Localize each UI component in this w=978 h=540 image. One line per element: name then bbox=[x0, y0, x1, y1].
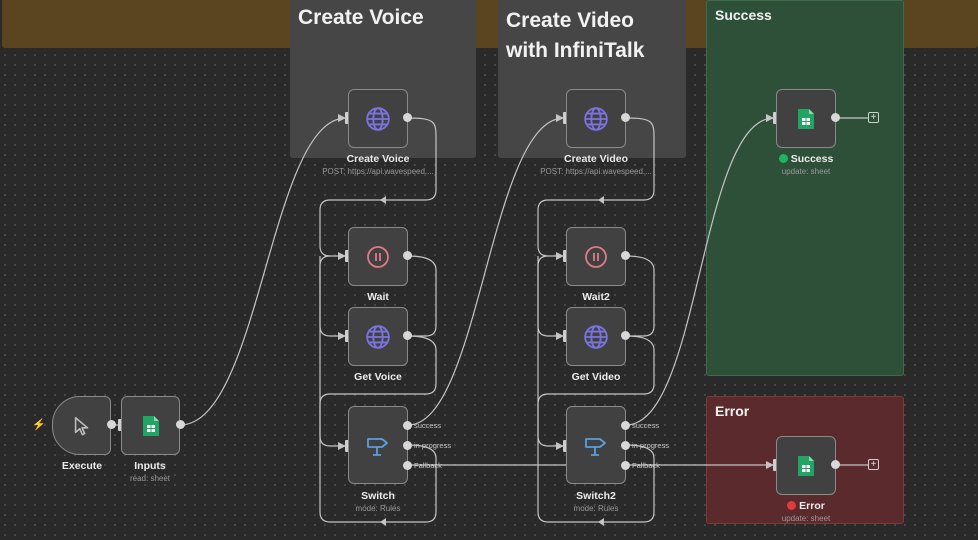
create-voice-label: Create Voice bbox=[346, 153, 410, 165]
switch-icon bbox=[585, 438, 606, 456]
create-voice-sticky-title: Create Voice bbox=[298, 6, 424, 29]
inputs-input-port[interactable] bbox=[118, 419, 123, 431]
switch-output-success-label: success bbox=[414, 421, 442, 430]
cursor-icon bbox=[74, 416, 88, 435]
inputs-sublabel: read: sheet bbox=[129, 474, 171, 483]
create-video-output-port[interactable] bbox=[621, 113, 630, 122]
error-label-row: Error bbox=[726, 500, 886, 512]
switch-output-success[interactable] bbox=[403, 421, 412, 430]
wait2-label: Wait2 bbox=[582, 291, 610, 303]
switch2-output-in-progress-label: in progress bbox=[632, 441, 670, 450]
error-label: Error bbox=[799, 500, 825, 512]
create-video-label: Create Video bbox=[564, 153, 628, 165]
create-video-node[interactable] bbox=[566, 89, 626, 148]
trigger-bolt-icon: ⚡ bbox=[32, 419, 46, 431]
pause-icon bbox=[367, 245, 389, 268]
success-status-icon bbox=[778, 154, 788, 163]
switch-label: Switch bbox=[361, 490, 395, 502]
wait-label: Wait bbox=[367, 291, 389, 303]
sheets-icon bbox=[798, 108, 814, 129]
wait2-input-port[interactable] bbox=[563, 250, 568, 262]
switch-node[interactable] bbox=[348, 406, 408, 484]
success-sublabel: update: sheet bbox=[781, 167, 831, 176]
create-voice-output-port[interactable] bbox=[403, 113, 412, 122]
switch2-input-port[interactable] bbox=[563, 440, 568, 452]
create-voice-node[interactable] bbox=[348, 89, 408, 148]
wait-output-port[interactable] bbox=[403, 251, 412, 260]
sheets-icon bbox=[142, 415, 159, 436]
get-voice-label: Get Voice bbox=[354, 371, 402, 383]
error-node[interactable] bbox=[776, 436, 836, 495]
inputs-output-port[interactable] bbox=[176, 420, 185, 429]
success-node[interactable] bbox=[776, 89, 836, 148]
get-video-node[interactable] bbox=[566, 307, 626, 366]
switch-output-in-progress[interactable] bbox=[403, 441, 412, 450]
get-video-label: Get Video bbox=[571, 371, 621, 383]
pause-icon bbox=[585, 245, 607, 268]
get-voice-input-port[interactable] bbox=[345, 330, 350, 342]
get-voice-node[interactable] bbox=[348, 307, 408, 366]
arrow-loop-video-1 bbox=[598, 196, 604, 204]
get-video-output-port[interactable] bbox=[621, 331, 630, 340]
switch-sublabel: mode: Rules bbox=[355, 504, 401, 513]
get-voice-output-port[interactable] bbox=[403, 331, 412, 340]
switch-output-fallback[interactable] bbox=[403, 461, 412, 470]
create-video-sticky-title: Create Video with InfiniTalk bbox=[506, 9, 645, 62]
sheets-icon bbox=[798, 455, 814, 476]
switch-output-in-progress-label: in progress bbox=[414, 441, 452, 450]
switch2-output-success[interactable] bbox=[621, 421, 630, 430]
switch2-output-success-label: success bbox=[632, 421, 660, 430]
success-sticky: Success bbox=[706, 0, 904, 376]
success-output-port[interactable] bbox=[831, 113, 840, 122]
error-output-port[interactable] bbox=[831, 460, 840, 469]
wait2-node[interactable] bbox=[566, 227, 626, 286]
error-input-port[interactable] bbox=[773, 459, 778, 471]
execute-node[interactable] bbox=[52, 396, 111, 455]
arrow-loop-video-2 bbox=[598, 518, 604, 526]
switch2-label: Switch2 bbox=[576, 490, 616, 502]
create-video-sublabel: POST: https://api.wavespeed.... bbox=[540, 167, 652, 176]
error-status-icon bbox=[787, 501, 797, 510]
inputs-label: Inputs bbox=[134, 460, 166, 472]
execute-output-port[interactable] bbox=[107, 420, 116, 429]
switch2-output-fallback[interactable] bbox=[621, 461, 630, 470]
arrow-loop-voice-2 bbox=[380, 518, 386, 526]
success-sticky-title: Success bbox=[715, 7, 772, 23]
switch-output-fallback-label: Fallback bbox=[414, 461, 442, 470]
arrow-loop-voice-1 bbox=[380, 196, 386, 204]
execute-label: Execute bbox=[61, 460, 103, 472]
globe-icon bbox=[366, 324, 390, 349]
switch-icon bbox=[367, 438, 388, 456]
success-add-node-button[interactable]: + bbox=[868, 112, 879, 123]
error-sublabel: update: sheet bbox=[781, 514, 831, 523]
wait2-output-port[interactable] bbox=[621, 251, 630, 260]
get-video-input-port[interactable] bbox=[563, 330, 568, 342]
error-add-node-button[interactable]: + bbox=[868, 459, 879, 470]
switch-input-port[interactable] bbox=[345, 440, 350, 452]
create-voice-input-port[interactable] bbox=[345, 112, 350, 124]
success-label-row: Success bbox=[726, 153, 886, 165]
switch2-output-fallback-label: Fallback bbox=[632, 461, 660, 470]
create-voice-sublabel: POST: https://api.wavespeed.... bbox=[322, 167, 434, 176]
switch2-output-in-progress[interactable] bbox=[621, 441, 630, 450]
switch2-sublabel: mode: Rules bbox=[573, 504, 619, 513]
inputs-node[interactable] bbox=[121, 396, 180, 455]
switch2-node[interactable] bbox=[566, 406, 626, 484]
wait-node[interactable] bbox=[348, 227, 408, 286]
success-input-port[interactable] bbox=[773, 112, 778, 124]
error-sticky-title: Error bbox=[715, 403, 750, 419]
wait-input-port[interactable] bbox=[345, 250, 350, 262]
create-video-input-port[interactable] bbox=[563, 112, 568, 124]
globe-icon bbox=[584, 106, 608, 131]
globe-icon bbox=[584, 324, 608, 349]
success-label: Success bbox=[790, 153, 834, 165]
globe-icon bbox=[366, 106, 390, 131]
